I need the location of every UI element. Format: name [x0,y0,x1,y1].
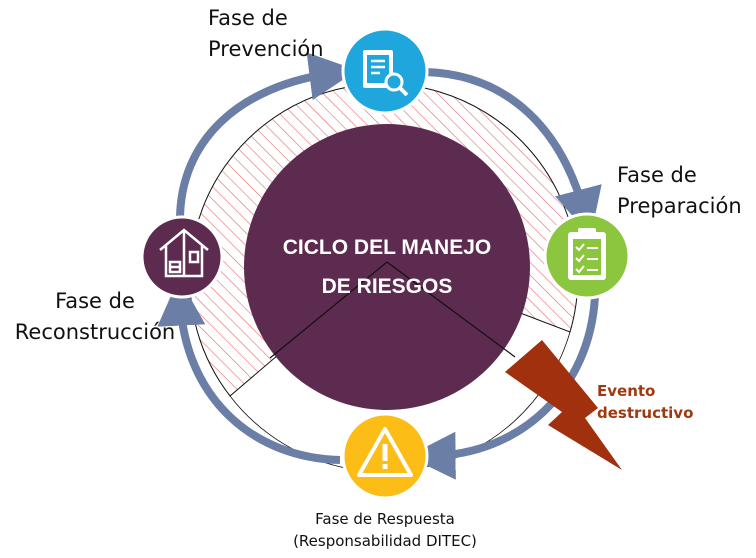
arrow-prevention-to-preparation [424,68,602,237]
event-label-line2: destructivo [597,404,694,422]
lightning-bolt-icon [505,340,622,470]
reconstruction-label-line2: Reconstrucción [14,320,176,344]
center-title-line2: DE RIESGOS [321,275,453,298]
arrow-response-to-reconstruction [157,277,341,464]
reconstruction-label: Fase de Reconstrucción [6,286,184,348]
preparation-label: Fase de Preparación [617,160,742,222]
response-label-line2: (Responsabilidad DITEC) [293,532,477,550]
core-circle [244,124,530,410]
response-label-line1: Fase de Respuesta [315,510,455,528]
prevention-node [341,27,429,115]
warning-triangle-icon [357,427,413,477]
reconstruction-node [140,215,224,299]
clipboard-checklist-icon [568,228,606,280]
event-label: Evento destructivo [597,380,693,424]
house-construction-icon [159,228,209,278]
prevention-label-line1: Fase de [208,6,288,30]
arrow-reconstruction-to-prevention [176,52,358,221]
arrow-preparation-to-response [407,295,599,480]
document-search-icon [363,50,409,97]
center-title: CICLO DEL MANEJO DE RIESGOS [257,228,517,306]
wedge-line-left [269,261,388,359]
prevention-label: Fase de Prevención [208,3,324,65]
response-label: Fase de Respuesta (Responsabilidad DITEC… [255,508,515,552]
center-title-line1: CICLO DEL MANEJO [282,236,492,259]
preparation-label-line1: Fase de [617,163,697,187]
reconstruction-label-line1: Fase de [55,289,135,313]
wedge-line-right [386,261,516,358]
response-node [341,412,429,500]
prevention-label-line2: Prevención [208,37,324,61]
preparation-node [543,212,631,300]
event-label-line1: Evento [597,382,656,400]
preparation-label-line2: Preparación [617,194,742,218]
